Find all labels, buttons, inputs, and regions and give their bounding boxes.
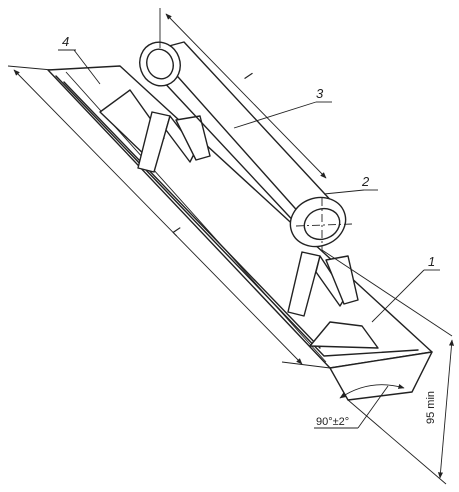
callout-1: 1 bbox=[371, 254, 440, 323]
dimension-height-label: 95 min bbox=[425, 391, 437, 424]
callout-3-label: 3 bbox=[316, 86, 324, 101]
callout-3: 3 bbox=[233, 86, 332, 129]
dimension-angle: 90°±2° bbox=[314, 383, 405, 429]
callout-2-label: 2 bbox=[361, 174, 370, 189]
dimension-l-label: l bbox=[242, 70, 255, 83]
callout-1-label: 1 bbox=[428, 254, 435, 269]
callout-4: 4 bbox=[58, 34, 101, 85]
dimension-angle-label: 90°±2° bbox=[316, 416, 349, 428]
dimension-height: 95 min bbox=[321, 249, 455, 485]
callout-4-label: 4 bbox=[62, 34, 69, 49]
callout-2: 2 bbox=[323, 174, 378, 195]
